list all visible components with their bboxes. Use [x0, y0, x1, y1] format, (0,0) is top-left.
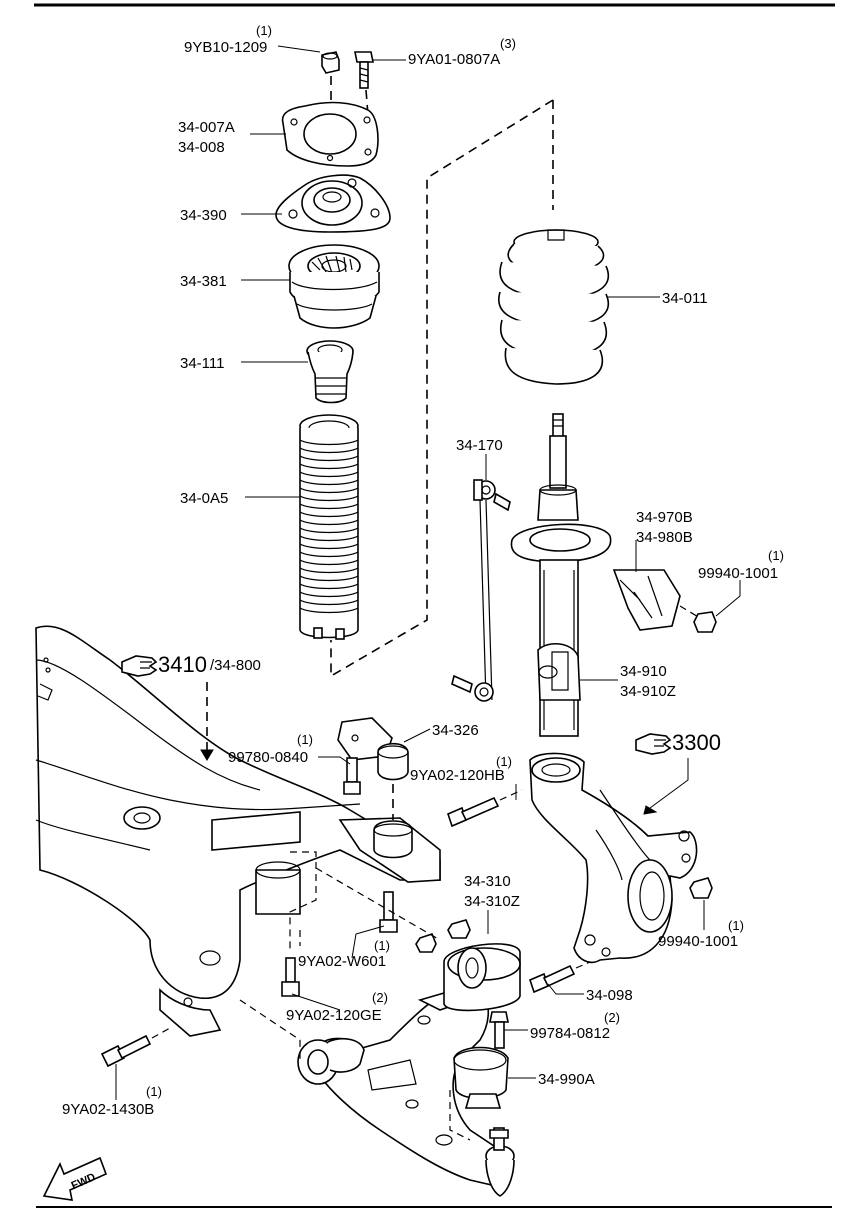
knuckle-bolt [447, 789, 523, 828]
label-bolt-top: 9YA01-0807A [408, 51, 500, 68]
label-bolt-120ge: 9YA02-120GE [286, 1007, 382, 1024]
lower-control-arm [297, 943, 521, 1197]
fwd-arrow-icon: FWD [42, 1156, 108, 1201]
label-bracket: 34-970B [636, 509, 693, 526]
bump-stop [306, 340, 354, 404]
knuckle-ref-leader [649, 758, 689, 809]
qty-bolt-top: (3) [500, 36, 516, 51]
strut-bracket [612, 569, 701, 631]
stabilizer-bushing [337, 717, 409, 781]
label-stabilizer-bushing: 34-326 [432, 722, 479, 739]
qty-knuckle-bolt: (1) [496, 754, 512, 769]
label-bump-stop: 34-111 [180, 355, 224, 372]
pointing-hand-icon [121, 655, 158, 677]
label-dust-boot: 34-0A5 [180, 490, 228, 507]
label-strut: 34-910 [620, 663, 667, 680]
ref-knuckle: 3300 [672, 730, 721, 755]
qty-bolt-120ge: (2) [372, 990, 388, 1005]
dust-boot [299, 414, 359, 640]
qty-bolt-w601: (1) [374, 938, 390, 953]
label-stabilizer-link: 34-170 [456, 437, 503, 454]
label-knuckle-nut: 99940-1001 [658, 933, 738, 950]
label-knuckle-bolt: 9YA02-120HB [410, 767, 505, 784]
stabilizer-link [451, 479, 511, 702]
coil-spring [498, 229, 610, 385]
ref-crossmember-2: /34-800 [210, 657, 261, 674]
bolt-w601 [379, 891, 398, 933]
label-nut-top: 9YB10-1209 [184, 39, 267, 56]
label-bolt-w601: 9YA02-W601 [298, 953, 386, 970]
label-lower-arm: 34-310 [464, 873, 511, 890]
label-coil-spring: 34-011 [662, 290, 708, 307]
label-bolt-1430b: 9YA02-1430B [62, 1101, 154, 1118]
label-lower-arm-2: 34-310Z [464, 893, 520, 910]
knuckle-nut [689, 877, 713, 899]
qty-bolt-0812: (2) [604, 1010, 620, 1025]
label-strut-2: 34-910Z [620, 683, 676, 700]
label-bracket-nut: 99940-1001 [698, 565, 778, 582]
label-bearing: 34-381 [180, 273, 227, 290]
label-mount-plate-2: 34-008 [178, 139, 225, 156]
mount-plate [281, 101, 379, 167]
label-bracket-2: 34-980B [636, 529, 693, 546]
label-bolt-098: 34-098 [586, 987, 633, 1004]
bolt-34-098 [529, 961, 591, 994]
label-mount-rubber: 34-390 [180, 207, 227, 224]
dashed-enclosure [330, 99, 554, 678]
bolt-1430b [100, 1027, 171, 1068]
qty-bushing-bolt: (1) [297, 732, 313, 747]
mount-rubber [275, 174, 391, 233]
bushing-bolt [343, 757, 361, 795]
bracket-nut [693, 611, 717, 633]
top-bolt [354, 51, 374, 89]
label-bolt-0812: 99784-0812 [530, 1025, 610, 1042]
top-nut [321, 51, 340, 74]
pointing-hand-icon-2 [635, 733, 672, 755]
qty-bracket-nut: (1) [768, 548, 784, 563]
mount-guide-1 [289, 851, 317, 950]
ball-joint-bushing [453, 1046, 509, 1109]
strut-assembly [510, 413, 612, 737]
leader-lines [115, 45, 741, 1100]
qty-knuckle-nut: (1) [728, 918, 744, 933]
mount-guide-3 [239, 930, 301, 1060]
label-ball-joint-bushing: 34-990A [538, 1071, 595, 1088]
bolt-120ge [281, 957, 300, 997]
arm-nuts [415, 919, 471, 953]
crossmember-bushing-seat [373, 820, 413, 859]
label-mount-plate: 34-007A [178, 119, 235, 136]
label-bushing-bolt: 99780-0840 [228, 749, 308, 766]
axis-bolt [365, 89, 371, 141]
bearing [288, 244, 380, 329]
qty-bolt-1430b: (1) [146, 1084, 162, 1099]
steering-knuckle [529, 752, 698, 964]
bolt-99784-0812 [489, 1011, 509, 1049]
ball-joint-axis [449, 1090, 471, 1141]
qty-nut-top: (1) [256, 23, 272, 38]
ref-crossmember: 3410 [158, 652, 207, 677]
